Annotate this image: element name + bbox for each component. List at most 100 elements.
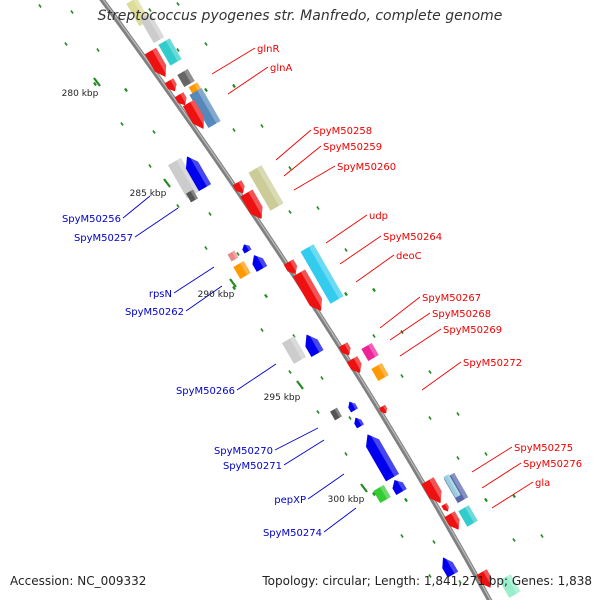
scale-label-280: 280 kbp <box>62 89 99 99</box>
feature-SpyM50256[interactable] <box>168 157 200 199</box>
gene-label-udp[interactable]: udp <box>369 211 388 222</box>
feature-gla[interactable] <box>458 505 478 527</box>
feature-bottom-3[interactable] <box>499 574 521 598</box>
feature-SpyM50257[interactable] <box>186 189 198 203</box>
tick-mark <box>260 328 264 332</box>
leader-line <box>421 361 462 391</box>
leader-line <box>283 439 325 466</box>
feature-SpyM50258[interactable] <box>232 180 248 195</box>
feature-rpsN[interactable] <box>227 250 239 262</box>
gene-label-SpyM50276[interactable]: SpyM50276 <box>523 459 582 470</box>
tick-mark <box>484 452 488 456</box>
leader-line <box>275 129 312 161</box>
gene-label-pepXP[interactable]: pepXP <box>274 495 306 506</box>
feature-gla-b[interactable] <box>444 511 463 533</box>
tick-mark <box>38 4 42 8</box>
feature-SpyM50266-arrow[interactable] <box>300 331 324 358</box>
gene-label-SpyM50258[interactable]: SpyM50258 <box>313 126 372 137</box>
gene-label-SpyM50256[interactable]: SpyM50256 <box>62 214 121 225</box>
gene-label-SpyM50269[interactable]: SpyM50269 <box>443 325 502 336</box>
gene-label-SpyM50274[interactable]: SpyM50274 <box>263 528 322 539</box>
feature-SpyM50272[interactable] <box>378 404 389 415</box>
tick-mark <box>428 574 432 578</box>
gene-label-SpyM50267[interactable]: SpyM50267 <box>422 293 481 304</box>
feature-udp[interactable] <box>283 259 301 277</box>
tick-mark <box>316 410 320 414</box>
tick-mark <box>458 580 462 584</box>
feature-SpyM50274[interactable] <box>373 484 391 504</box>
kbp-tick <box>360 483 368 493</box>
tick-mark <box>372 287 376 293</box>
feature-small-red[interactable] <box>164 78 180 93</box>
leader-line <box>491 481 534 509</box>
leader-line <box>471 446 513 473</box>
gene-label-deoC[interactable]: deoC <box>396 251 422 262</box>
genome-summary-text: Topology: circular; Length: 1,841,271 bp… <box>262 574 592 588</box>
feature-SpyM50256-arrow[interactable] <box>181 153 212 192</box>
tick-mark <box>320 376 324 380</box>
gene-label-SpyM50260[interactable]: SpyM50260 <box>337 162 396 173</box>
tick-mark <box>232 83 236 89</box>
feature-SpyM50271[interactable] <box>352 416 364 429</box>
feature-top-3[interactable] <box>158 38 182 66</box>
gene-label-SpyM50270[interactable]: SpyM50270 <box>214 446 273 457</box>
gene-label-SpyM50259[interactable]: SpyM50259 <box>323 142 382 153</box>
gene-label-gla[interactable]: gla <box>535 478 550 489</box>
gene-label-glnA[interactable]: glnA <box>270 63 292 74</box>
gene-label-SpyM50272[interactable]: SpyM50272 <box>463 358 522 369</box>
gene-label-SpyM50262[interactable]: SpyM50262 <box>125 307 184 318</box>
feature-glnA-b[interactable] <box>189 88 221 128</box>
feature-deoC[interactable] <box>292 269 327 314</box>
leader-line <box>379 296 421 329</box>
gene-label-SpyM50275[interactable]: SpyM50275 <box>514 443 573 454</box>
gene-label-rpsN[interactable]: rpsN <box>149 289 172 300</box>
feature-SpyM50269b[interactable] <box>371 362 389 382</box>
tick-mark <box>152 130 156 134</box>
feature-glnR[interactable] <box>144 47 171 80</box>
feature-SpyM50267[interactable] <box>338 342 354 357</box>
feature-SpyM50262[interactable] <box>233 260 251 280</box>
feature-glnA-c[interactable] <box>182 99 209 132</box>
feature-small-grey[interactable] <box>177 68 195 88</box>
leader-line <box>283 145 322 177</box>
gene-label-SpyM50257[interactable]: SpyM50257 <box>74 233 133 244</box>
feature-SpyM50260[interactable] <box>240 189 267 223</box>
tick-mark <box>316 206 320 210</box>
leader-line <box>355 254 395 283</box>
feature-SpyM50262-arrow[interactable] <box>249 252 268 272</box>
scale-label-290: 290 kbp <box>198 290 235 300</box>
tick-mark <box>456 456 460 460</box>
tick-mark <box>96 48 100 52</box>
gene-label-SpyM50268[interactable]: SpyM50268 <box>432 309 491 320</box>
tick-mark <box>204 42 208 46</box>
tick-mark <box>260 124 264 128</box>
feature-SpyM50270-arrow[interactable] <box>346 400 358 413</box>
feature-pepXP[interactable] <box>361 431 399 482</box>
leader-line <box>185 285 223 312</box>
feature-bottom-2[interactable] <box>476 569 495 591</box>
feature-rpsN-arrow[interactable] <box>241 243 252 254</box>
tick-mark <box>176 204 180 208</box>
feature-small-red-2[interactable] <box>441 503 450 513</box>
gene-label-glnR[interactable]: glnR <box>257 44 279 55</box>
feature-SpyM50270[interactable] <box>330 407 342 421</box>
leader-line <box>323 507 357 533</box>
gene-label-SpyM50271[interactable]: SpyM50271 <box>223 461 282 472</box>
tick-mark <box>176 48 180 52</box>
feature-SpyM50269[interactable] <box>346 356 365 376</box>
feature-bottom-1[interactable] <box>438 554 459 578</box>
gene-label-SpyM50266[interactable]: SpyM50266 <box>176 386 235 397</box>
feature-glnA-a[interactable] <box>174 92 190 107</box>
feature-pepXP-b[interactable] <box>389 477 407 496</box>
feature-top-2[interactable] <box>139 12 165 44</box>
leader-line <box>399 328 442 357</box>
feature-SpyM50275[interactable] <box>421 477 446 507</box>
feature-SpyM50276-b[interactable] <box>443 474 461 498</box>
feature-SpyM50268[interactable] <box>361 342 379 362</box>
feature-SpyM50266[interactable] <box>281 336 307 364</box>
feature-SpyM50264[interactable] <box>300 244 344 304</box>
feature-SpyM50259[interactable] <box>248 165 284 211</box>
tick-mark <box>344 452 348 456</box>
gene-label-SpyM50264[interactable]: SpyM50264 <box>383 232 442 243</box>
tick-mark <box>428 416 432 420</box>
